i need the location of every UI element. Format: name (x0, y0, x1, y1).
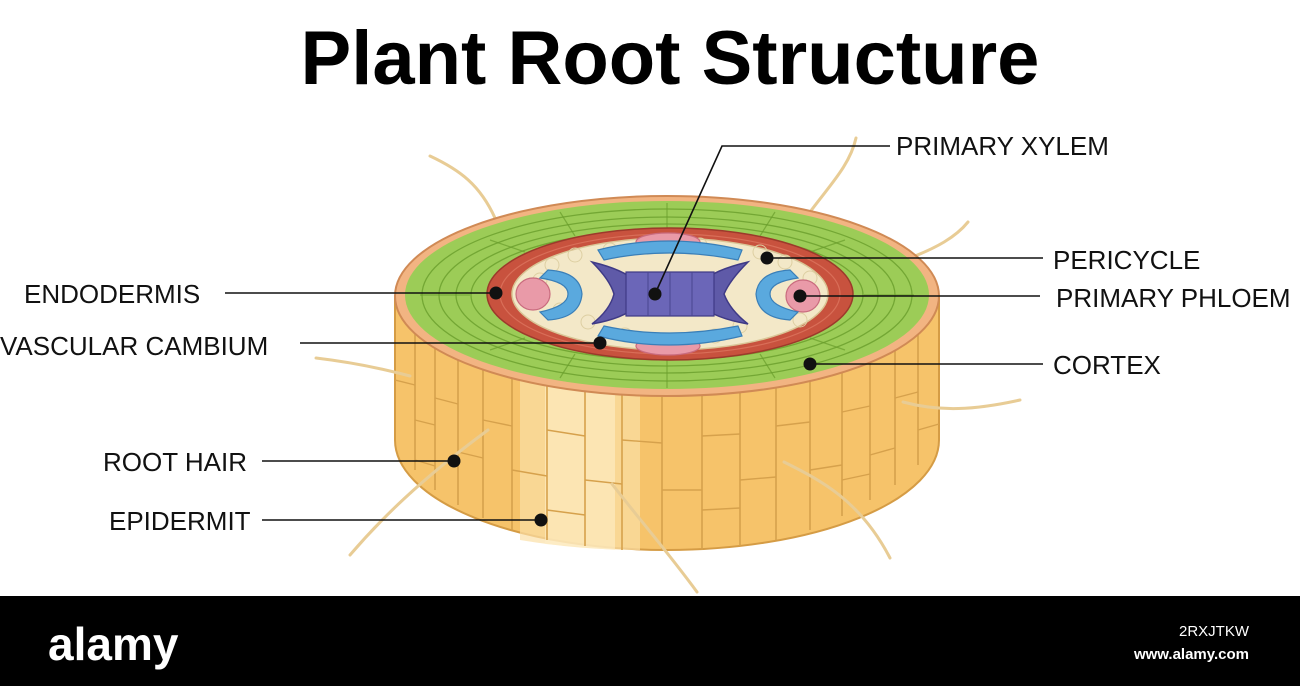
leader-dots (447, 251, 817, 527)
label-root-hair: ROOT HAIR (103, 447, 247, 477)
label-epidermit: EPIDERMIT (109, 506, 251, 536)
vascular-cambium-arcs (538, 240, 800, 346)
label-vascular-cambium: VASCULAR CAMBIUM (0, 331, 268, 361)
footer-url: www.alamy.com (1133, 646, 1249, 663)
label-pericycle: PERICYCLE (1053, 245, 1200, 275)
footer-bar: alamy 2RXJTKW www.alamy.com (0, 596, 1300, 686)
leader-lines (225, 145, 1043, 521)
primary-xylem (589, 260, 751, 325)
footer-image-id: 2RXJTKW (1179, 623, 1250, 640)
label-primary-xylem: PRIMARY XYLEM (896, 131, 1109, 161)
label-cortex: CORTEX (1053, 350, 1161, 380)
footer-brand-logo: alamy (48, 618, 179, 670)
label-endodermis: ENDODERMIS (24, 279, 200, 309)
label-primary-phloem: PRIMARY PHLOEM (1056, 283, 1291, 313)
page-title: Plant Root Structure (301, 16, 1040, 101)
root-hairs-front (314, 356, 1022, 594)
